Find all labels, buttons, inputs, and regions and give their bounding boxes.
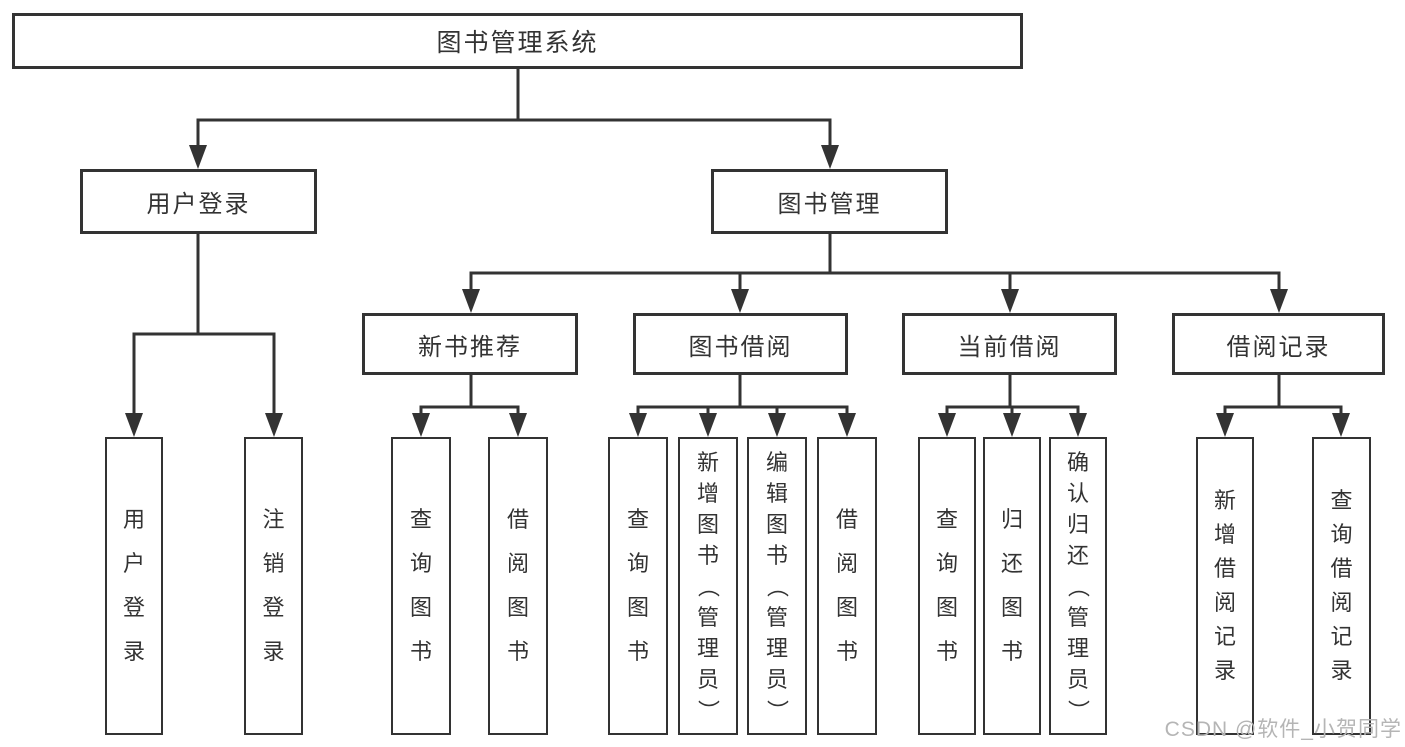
node-leaf-borrow-books: 借阅图书: [488, 437, 548, 735]
node-leaf-query-books: 查询图书: [608, 437, 668, 735]
node-new-book-recommend: 新书推荐: [362, 313, 578, 375]
csdn-watermark: CSDN @软件_小贺同学: [1164, 718, 1402, 741]
node-library-system: 图书管理系统: [12, 13, 1023, 69]
node-leaf-confirm-return-admin: 确认归还（管理员）: [1049, 437, 1107, 735]
node-leaf-query-books: 查询图书: [918, 437, 976, 735]
node-leaf-query-borrow-record: 查询借阅记录: [1312, 437, 1371, 735]
node-label: 新增借阅记录: [1213, 488, 1236, 683]
node-user-login: 用户登录: [80, 169, 317, 234]
node-leaf-borrow-books: 借阅图书: [817, 437, 877, 735]
node-label: 图书管理: [777, 191, 882, 218]
node-label: 新增图书（管理员）: [695, 449, 721, 722]
node-current-borrowing: 当前借阅: [902, 313, 1117, 375]
node-label: 图书管理系统: [436, 29, 599, 57]
node-label: 用户登录: [146, 191, 251, 218]
node-label: 查询图书: [626, 507, 649, 664]
node-borrow-records: 借阅记录: [1172, 313, 1385, 375]
node-label: 新书推荐: [418, 333, 522, 361]
node-label: 归还图书: [1000, 507, 1023, 664]
node-label: 注销登录: [262, 507, 285, 664]
node-book-management: 图书管理: [711, 169, 948, 234]
node-label: 借阅图书: [506, 507, 529, 664]
node-label: 借阅记录: [1226, 333, 1331, 361]
node-label: 编辑图书（管理员）: [764, 449, 790, 722]
node-leaf-logout: 注销登录: [244, 437, 303, 735]
node-leaf-user-login: 用户登录: [105, 437, 163, 735]
node-leaf-add-book-admin: 新增图书（管理员）: [678, 437, 738, 735]
node-leaf-add-borrow-record: 新增借阅记录: [1196, 437, 1254, 735]
node-label: 借阅图书: [835, 507, 858, 664]
node-leaf-return-books: 归还图书: [983, 437, 1041, 735]
node-label: 查询图书: [409, 507, 432, 664]
node-leaf-query-books: 查询图书: [391, 437, 451, 735]
node-book-borrowing: 图书借阅: [633, 313, 848, 375]
node-label: 用户登录: [122, 507, 145, 664]
node-leaf-edit-book-admin: 编辑图书（管理员）: [747, 437, 807, 735]
node-label: 查询借阅记录: [1330, 488, 1353, 683]
node-label: 图书借阅: [688, 333, 793, 361]
node-label: 当前借阅: [957, 333, 1062, 361]
node-label: 查询图书: [935, 507, 958, 664]
node-label: 确认归还（管理员）: [1065, 449, 1091, 722]
